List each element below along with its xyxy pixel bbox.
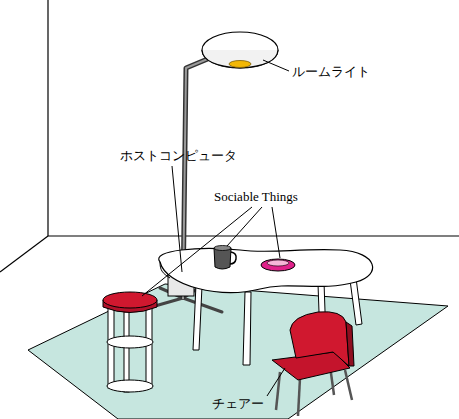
part-label: ルームライト <box>292 64 370 80</box>
part-label: チェアー <box>212 396 264 412</box>
part-label: ホストコンピュータ <box>120 148 237 164</box>
part-label: Sociable Things <box>214 189 298 205</box>
